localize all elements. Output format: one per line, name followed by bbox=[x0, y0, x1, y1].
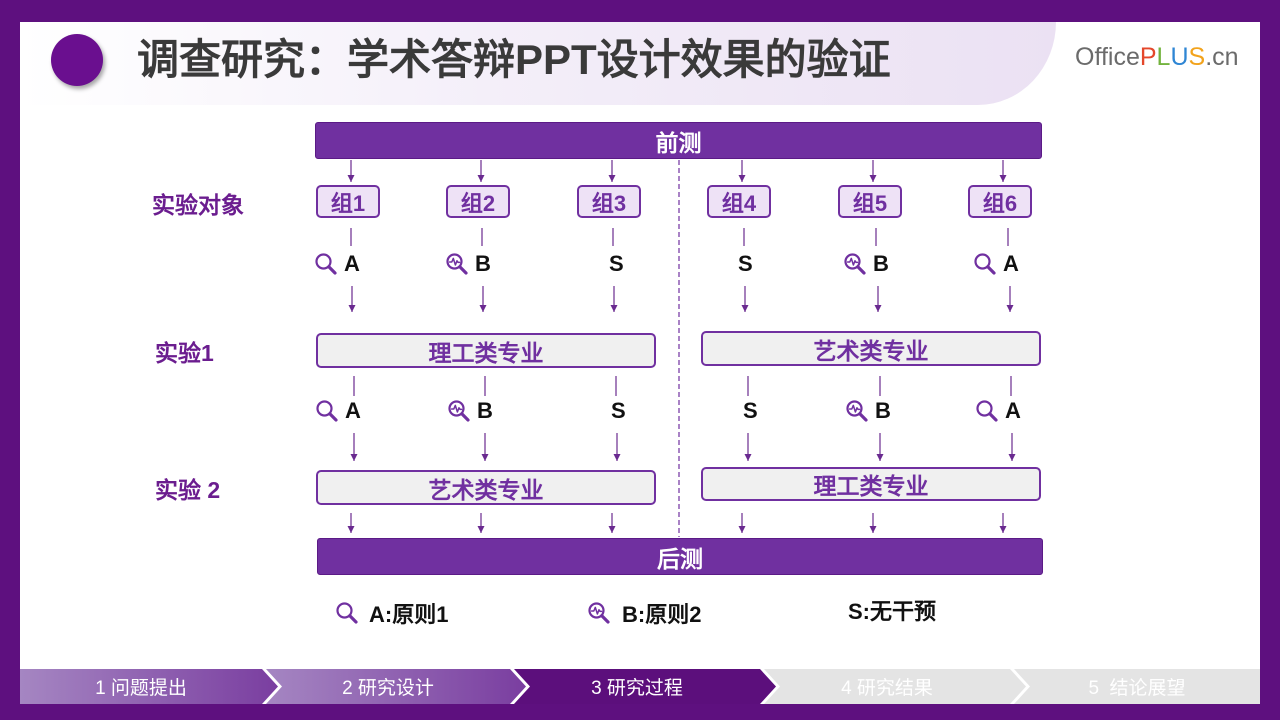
group-label: 组6 bbox=[982, 190, 1018, 216]
title-bullet-circle bbox=[51, 34, 103, 86]
logo-domain-text: .cn bbox=[1205, 43, 1239, 71]
magnifier-wave-icon bbox=[445, 252, 468, 275]
logo-letter-s: S bbox=[1188, 43, 1206, 71]
row-label-experiment-2: 实验 2 bbox=[155, 477, 221, 503]
experiment-1-major-box: 艺术类专业 bbox=[701, 331, 1041, 366]
major-label: 理工类专业 bbox=[428, 339, 544, 366]
row-label-experiment-1: 实验1 bbox=[155, 340, 214, 366]
group-box: 组1 bbox=[316, 185, 380, 218]
magnifier-icon bbox=[315, 399, 338, 422]
group-label: 组3 bbox=[591, 190, 627, 216]
treatment-letter: S bbox=[609, 251, 624, 276]
legend-text: B:原则2 bbox=[622, 602, 702, 627]
row-label-subjects: 实验对象 bbox=[152, 192, 244, 218]
magnifier-wave-icon bbox=[587, 601, 610, 624]
treatment-letter: A bbox=[1005, 398, 1021, 423]
treatment-marker: A bbox=[314, 251, 360, 277]
officeplus-logo: OfficePLUS.cn bbox=[1075, 42, 1239, 72]
treatment-letter: A bbox=[345, 398, 361, 423]
group-box: 组2 bbox=[446, 185, 510, 218]
group-label: 组1 bbox=[330, 190, 366, 216]
magnifier-wave-icon bbox=[845, 399, 868, 422]
experiment-2-major-box: 理工类专业 bbox=[701, 467, 1041, 501]
nav-step-conclusion[interactable]: 5 结论展望 bbox=[1014, 669, 1260, 704]
treatment-letter: B bbox=[477, 398, 493, 423]
nav-step-problem[interactable]: 1 问题提出 bbox=[20, 669, 278, 704]
header-band bbox=[20, 22, 1056, 105]
nav-step-label: 1 问题提出 bbox=[95, 678, 187, 699]
magnifier-icon bbox=[975, 399, 998, 422]
logo-office-text: Office bbox=[1075, 43, 1140, 71]
treatment-letter: A bbox=[1003, 251, 1019, 276]
posttest-bar: 后测 bbox=[317, 538, 1043, 575]
group-box: 组5 bbox=[838, 185, 902, 218]
legend-text: A:原则1 bbox=[369, 602, 449, 627]
treatment-marker: S bbox=[609, 251, 624, 277]
nav-step-process[interactable]: 3 研究过程 bbox=[514, 669, 776, 704]
magnifier-icon bbox=[314, 252, 337, 275]
treatment-letter: A bbox=[344, 251, 360, 276]
treatment-marker: B bbox=[843, 251, 889, 277]
pretest-bar: 前测 bbox=[315, 122, 1042, 159]
treatment-marker: B bbox=[845, 398, 891, 424]
treatment-letter: B bbox=[873, 251, 889, 276]
pretest-label: 前测 bbox=[655, 129, 702, 156]
treatment-marker: A bbox=[315, 398, 361, 424]
nav-step-label: 5 结论展望 bbox=[1088, 678, 1186, 699]
treatment-marker: A bbox=[973, 251, 1019, 277]
treatment-letter: S bbox=[743, 398, 758, 423]
treatment-letter: B bbox=[475, 251, 491, 276]
nav-step-label: 2 研究设计 bbox=[342, 678, 434, 699]
experiment-1-major-box: 理工类专业 bbox=[316, 333, 656, 368]
magnifier-icon bbox=[335, 601, 358, 624]
treatment-letter: B bbox=[875, 398, 891, 423]
experiment-2-major-box: 艺术类专业 bbox=[316, 470, 656, 505]
treatment-letter: S bbox=[611, 398, 626, 423]
group-label: 组5 bbox=[852, 190, 888, 216]
magnifier-wave-icon bbox=[843, 252, 866, 275]
nav-step-results[interactable]: 4 研究结果 bbox=[764, 669, 1026, 704]
magnifier-wave-icon bbox=[447, 399, 470, 422]
treatment-marker: B bbox=[445, 251, 491, 277]
legend-item-b bbox=[587, 601, 611, 625]
group-box: 组3 bbox=[577, 185, 641, 218]
major-label: 艺术类专业 bbox=[428, 476, 544, 503]
treatment-letter: S bbox=[738, 251, 753, 276]
major-label: 艺术类专业 bbox=[813, 337, 929, 364]
legend-text: S:无干预 bbox=[848, 599, 937, 624]
treatment-marker: S bbox=[611, 398, 626, 424]
nav-step-design[interactable]: 2 研究设计 bbox=[266, 669, 526, 704]
treatment-marker: S bbox=[738, 251, 753, 277]
treatment-marker: B bbox=[447, 398, 493, 424]
group-label: 组2 bbox=[460, 190, 496, 216]
nav-step-label: 3 研究过程 bbox=[591, 678, 683, 699]
group-label: 组4 bbox=[721, 190, 757, 216]
logo-letter-p: P bbox=[1139, 43, 1157, 71]
magnifier-icon bbox=[973, 252, 996, 275]
treatment-marker: S bbox=[743, 398, 758, 424]
posttest-label: 后测 bbox=[657, 545, 703, 572]
legend-item-a bbox=[335, 601, 359, 625]
logo-letter-u: U bbox=[1170, 43, 1189, 71]
group-box: 组6 bbox=[968, 185, 1032, 218]
group-box: 组4 bbox=[707, 185, 771, 218]
nav-step-label: 4 研究结果 bbox=[841, 678, 933, 699]
logo-letter-l: L bbox=[1156, 43, 1171, 71]
treatment-marker: A bbox=[975, 398, 1021, 424]
page-title: 调查研究：学术答辩PPT设计效果的验证 bbox=[137, 36, 891, 83]
major-label: 理工类专业 bbox=[813, 473, 929, 499]
